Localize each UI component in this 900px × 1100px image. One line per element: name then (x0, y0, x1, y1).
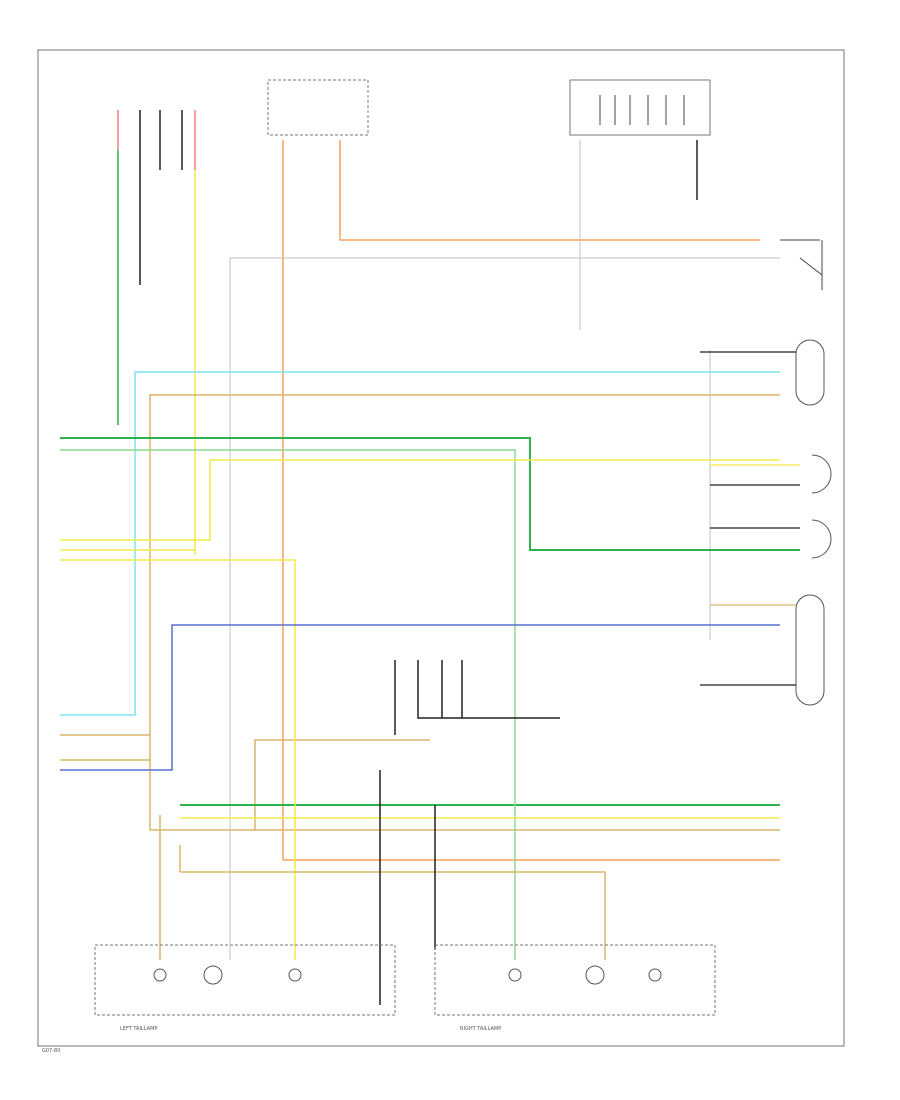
left-taillamp-label: LEFT TAILLAMP (120, 1026, 157, 1032)
right-taillamp-label: RIGHT TAILLAMP (460, 1026, 501, 1032)
cyan-wires (60, 371, 780, 716)
left-top-wires (117, 110, 196, 555)
right-lamps (795, 339, 832, 706)
connector-pins (599, 95, 685, 125)
orange-wires (282, 140, 780, 861)
switch-symbol (780, 239, 823, 290)
green-wires (60, 437, 800, 806)
right-lamp-wires (700, 351, 800, 686)
yellow-wires (60, 459, 780, 960)
light-green-wires (60, 449, 516, 960)
relay-box (267, 79, 369, 136)
connector-box (569, 79, 711, 136)
page-reference: G07-80 (42, 1048, 60, 1054)
taillamp-bulbs (153, 965, 662, 985)
right-taillamp-box (434, 944, 716, 1016)
tan-wires (60, 394, 780, 960)
blue-wires (60, 624, 780, 771)
lower-tan-wires (60, 759, 606, 960)
gray-wires (229, 140, 780, 960)
left-taillamp-box (94, 944, 396, 1016)
black-wires (379, 660, 560, 1005)
diagram-frame (37, 49, 845, 1047)
